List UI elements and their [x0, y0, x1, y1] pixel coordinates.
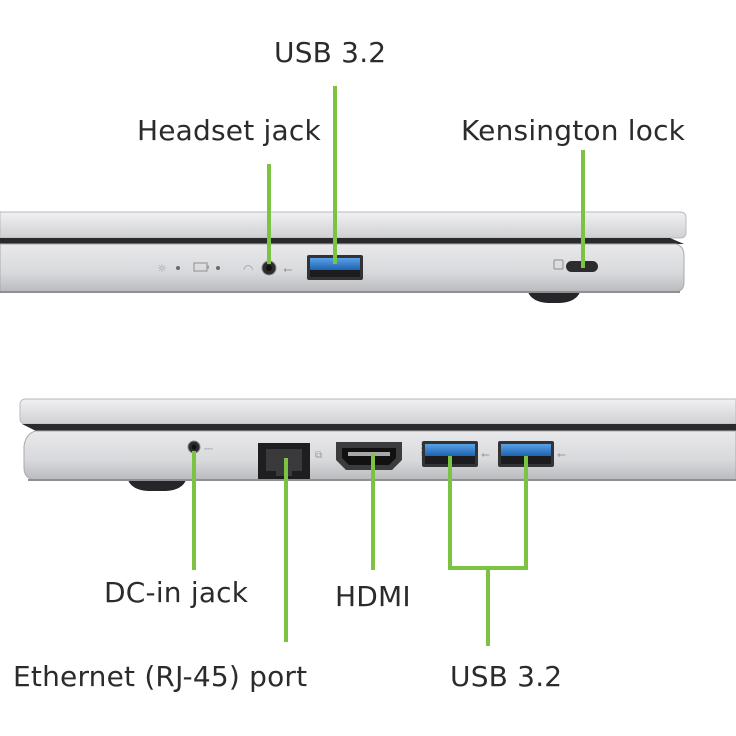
label-ethernet-port: Ethernet (RJ-45) port	[13, 660, 308, 693]
label-usb-top: USB 3.2	[274, 36, 387, 69]
top-lid	[0, 211, 687, 239]
battery-led-icon	[193, 262, 220, 272]
label-dc-in-jack: DC-in jack	[104, 576, 249, 609]
usb-port-top	[307, 255, 363, 280]
label-kensington-lock: Kensington lock	[461, 114, 686, 147]
top-seam	[0, 238, 684, 244]
laptop-left-side: ⎓ ⧉ HDMI ⭠ ⭠	[19, 398, 736, 491]
laptop-right-side: ☼ ◠ ⭠	[0, 211, 687, 303]
label-headset-jack: Headset jack	[137, 114, 321, 147]
usb-symbol-icon: ⭠	[481, 448, 490, 461]
dc-symbol-icon: ⎓	[204, 442, 213, 455]
network-symbol-icon: ⧉	[315, 450, 322, 461]
bottom-foot	[128, 480, 186, 491]
usb-symbol-icon: ⭠	[557, 448, 566, 461]
label-hdmi: HDMI	[335, 580, 411, 613]
usb-symbol-icon: ⭠	[283, 262, 293, 276]
bottom-lid	[19, 398, 736, 425]
callout-lines	[192, 86, 585, 646]
headset-jack-icon: ◠	[243, 260, 277, 276]
svg-text:◠: ◠	[243, 262, 253, 276]
top-foot	[528, 292, 580, 303]
usb-port-bottom-1: ⭠	[422, 441, 490, 467]
bottom-seam	[22, 424, 736, 431]
label-usb-bottom: USB 3.2	[450, 660, 563, 693]
svg-text:☼: ☼	[157, 262, 167, 275]
power-led-icon: ☼	[157, 262, 180, 275]
